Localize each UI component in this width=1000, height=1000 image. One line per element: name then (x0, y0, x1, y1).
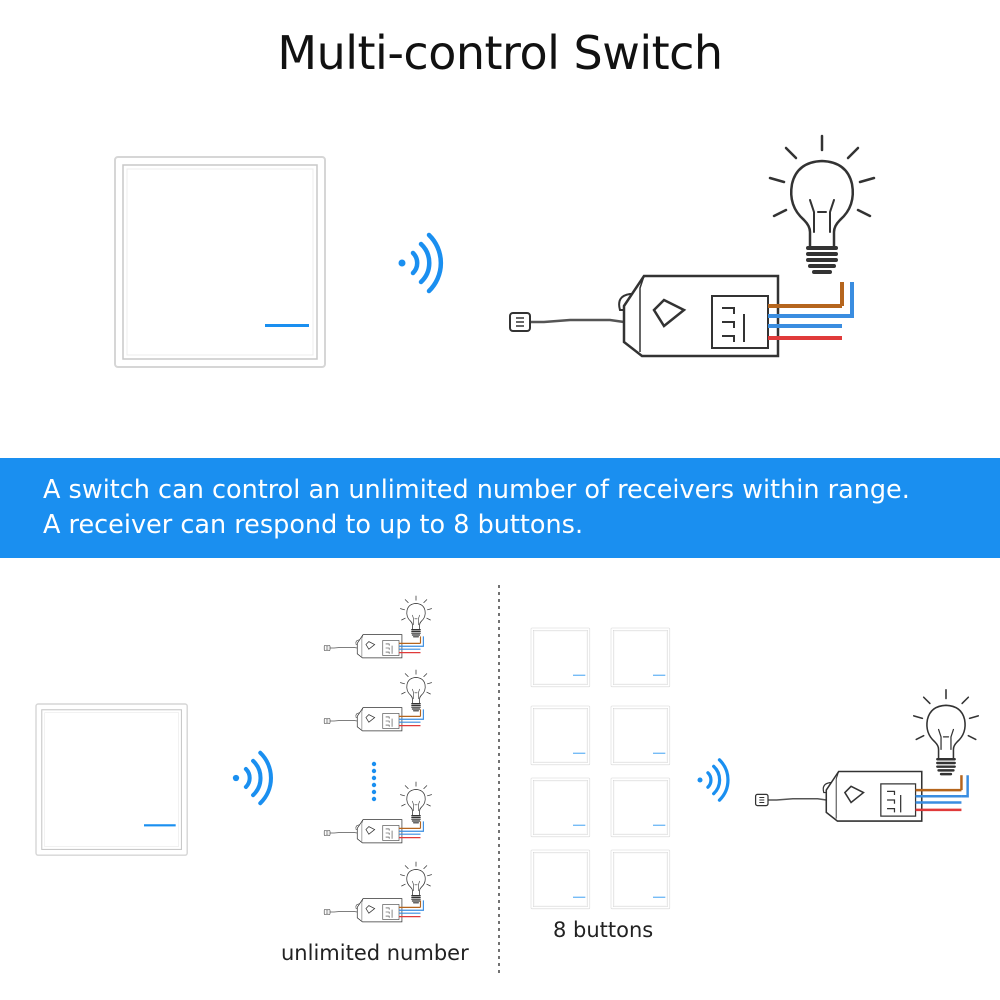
light-bulb-icon (912, 688, 980, 776)
wall-switch-icon (530, 849, 591, 910)
wall-switch-icon (530, 777, 591, 838)
wall-switch-icon (610, 777, 671, 838)
light-bulb-icon (399, 669, 433, 712)
light-bulb-icon (399, 781, 433, 824)
ellipsis-dots-icon (371, 761, 377, 802)
wall-switch-icon (530, 627, 591, 688)
wall-switch-icon (610, 849, 671, 910)
light-bulb-icon (768, 134, 876, 274)
page-title: Multi-control Switch (277, 26, 723, 80)
banner-line-1: A switch can control an unlimited number… (43, 475, 910, 505)
wireless-signal-icon (233, 753, 271, 803)
wall-switch-icon (530, 705, 591, 766)
receiver-icon (754, 770, 969, 823)
receiver-icon (508, 274, 854, 358)
wireless-signal-icon (695, 758, 730, 802)
receiver-icon (323, 634, 424, 659)
info-banner: A switch can control an unlimited number… (0, 458, 1000, 558)
eight-buttons-caption: 8 buttons (553, 918, 654, 942)
wall-switch-icon (35, 703, 188, 856)
wall-switch-icon (114, 156, 326, 368)
wall-switch-icon (610, 705, 671, 766)
light-bulb-icon (399, 595, 433, 638)
receiver-icon (323, 707, 424, 732)
receiver-icon (323, 898, 424, 923)
light-bulb-icon (399, 861, 433, 904)
unlimited-number-caption: unlimited number (281, 941, 469, 965)
banner-line-2: A receiver can respond to up to 8 button… (43, 510, 584, 540)
wall-switch-icon (610, 627, 671, 688)
wireless-signal-icon (399, 235, 441, 291)
receiver-icon (323, 819, 424, 844)
